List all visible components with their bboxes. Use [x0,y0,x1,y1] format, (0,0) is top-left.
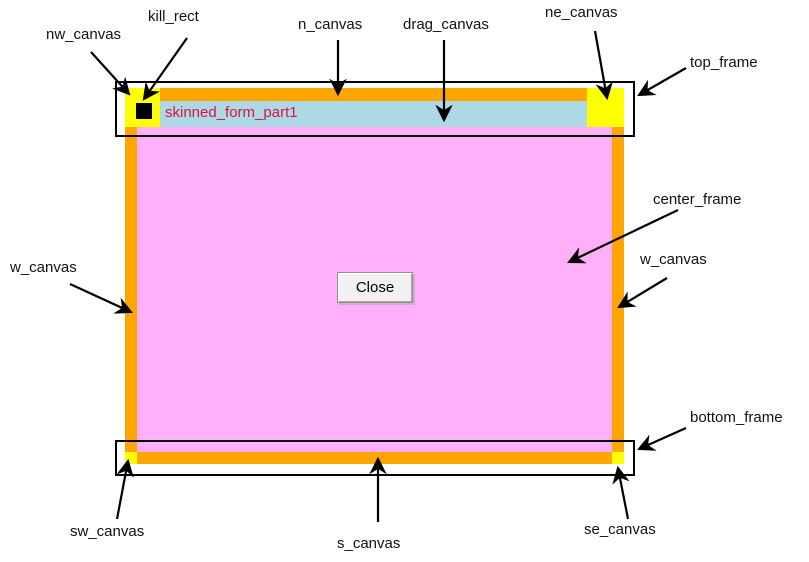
arrow-w-canvas-left [69,283,133,314]
label-drag-canvas: drag_canvas [403,16,489,33]
label-bottom-frame: bottom_frame [690,409,783,426]
label-ne-canvas: ne_canvas [545,4,618,21]
close-button[interactable]: Close [337,272,413,303]
form-title: skinned_form_part1 [165,104,298,121]
label-w-canvas-right: w_canvas [640,251,707,268]
n-canvas-strip[interactable] [160,88,587,101]
label-nw-canvas: nw_canvas [46,26,122,43]
label-top-frame: top_frame [690,54,758,71]
label-kill-rect: kill_rect [148,8,199,25]
top-frame-outline [115,81,635,137]
arrow-bottom-frame [636,426,687,451]
bottom-frame-outline [115,440,635,476]
label-sw-canvas: sw_canvas [70,523,145,540]
arrow-w-canvas-right [617,277,668,309]
arrow-top-frame [637,67,687,97]
w-canvas-left-border[interactable] [125,127,137,452]
drag-canvas-titlebar[interactable] [160,101,587,127]
label-n-canvas: n_canvas [298,16,363,33]
label-se-canvas: se_canvas [584,521,656,538]
label-s-canvas: s_canvas [337,535,401,552]
w-canvas-right-border[interactable] [612,127,624,452]
kill-rect[interactable] [136,103,152,119]
label-w-canvas-left: w_canvas [10,259,77,276]
se-canvas-corner[interactable] [612,452,624,464]
label-center-frame: center_frame [653,191,742,208]
